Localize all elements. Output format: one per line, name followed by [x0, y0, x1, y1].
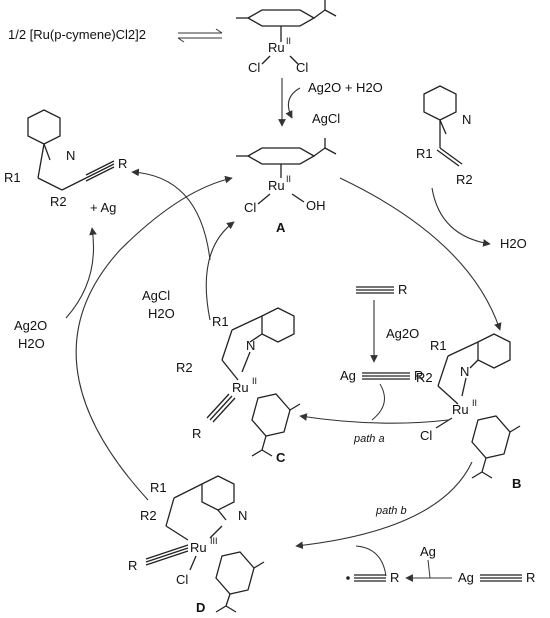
svg-text:R1: R1 — [212, 314, 229, 329]
svg-text:II: II — [286, 36, 291, 46]
svg-text:R: R — [398, 282, 407, 297]
svg-text:II: II — [252, 376, 257, 386]
silver-acetylide-bottom: Ag R — [458, 570, 535, 585]
ag2o-h2o-line2: H2O — [18, 336, 45, 351]
arc-A-to-B — [339, 177, 502, 331]
svg-text:R2: R2 — [456, 172, 473, 187]
svg-text:Cl: Cl — [244, 200, 256, 215]
svg-text:R: R — [118, 156, 127, 171]
label-D: D — [196, 600, 205, 615]
product-enyne: N R R1 R2 + Ag — [4, 109, 127, 215]
path-b-arrow — [295, 461, 473, 550]
radical-to-path-b — [355, 545, 387, 577]
svg-text:N: N — [462, 112, 471, 127]
svg-text:R2: R2 — [140, 508, 157, 523]
svg-text:Ru: Ru — [190, 540, 207, 555]
svg-text:R2: R2 — [416, 370, 433, 385]
svg-text:R1: R1 — [430, 338, 447, 353]
svg-text:Cl: Cl — [296, 60, 308, 75]
ag2o-reagent: Ag2O — [386, 326, 419, 341]
silver-acetylide: Ag R — [340, 368, 423, 383]
svg-text:R2: R2 — [50, 194, 67, 209]
svg-text:N: N — [238, 508, 247, 523]
svg-text:R2: R2 — [176, 360, 193, 375]
alkynyl-radical: R — [346, 570, 399, 585]
alkyne-reagent: R — [356, 282, 407, 297]
svg-text:II: II — [472, 398, 477, 408]
path-a-arrow — [299, 413, 449, 424]
ru-cl2-complex: Ru II Cl Cl — [236, 0, 337, 75]
ag-release-arrow — [427, 559, 431, 579]
complex-A: Ru II Cl OH A — [236, 138, 337, 235]
water-release-arrow — [431, 187, 491, 247]
svg-text:Ru: Ru — [268, 178, 285, 193]
svg-text:R: R — [390, 570, 399, 585]
arc-D-to-A — [75, 175, 233, 501]
label-B: B — [512, 476, 521, 491]
svg-text:Cl: Cl — [248, 60, 260, 75]
svg-text:Ru: Ru — [452, 402, 469, 417]
precursor-label: 1/2 [Ru(p-cymene)Cl2]2 — [8, 27, 146, 42]
equilibrium-arrows — [177, 28, 223, 43]
label-C: C — [276, 450, 286, 465]
ag2o-curved-arrow — [285, 87, 301, 119]
water-byproduct: H2O — [500, 236, 527, 251]
complex-D: N R1 R2 Ru III R Cl D — [128, 475, 265, 615]
acetylide-to-path-a — [371, 383, 385, 421]
svg-text:III: III — [210, 536, 218, 546]
complex-C: N R1 R2 Ru II R C — [176, 307, 301, 465]
svg-text:Ag: Ag — [458, 570, 474, 585]
svg-text:N: N — [66, 148, 75, 163]
svg-text:R1: R1 — [150, 480, 167, 495]
svg-text:R: R — [192, 426, 201, 441]
path-a-label: path a — [353, 433, 385, 445]
svg-text:Ag: Ag — [340, 368, 356, 383]
ag-released: Ag — [420, 544, 436, 559]
arc-C-to-A — [205, 221, 235, 321]
svg-text:R: R — [526, 570, 535, 585]
ag2o-h2o-line1: Ag2O — [14, 318, 47, 333]
cymene-ring-top — [246, 9, 316, 27]
svg-text:R1: R1 — [416, 146, 433, 161]
ag2o-h2o-reagent: Ag2O + H2O — [308, 80, 383, 95]
path-b-label: path b — [375, 505, 407, 517]
svg-text:Ru: Ru — [268, 40, 285, 55]
svg-text:N: N — [460, 364, 469, 379]
plus-ag: + Ag — [90, 200, 116, 215]
complex-B: N R1 R2 Ru II Cl B — [416, 333, 521, 491]
svg-text:Ru: Ru — [232, 380, 249, 395]
label-A: A — [276, 220, 286, 235]
ag-reoxidation-arrow — [65, 227, 97, 319]
svg-text:R: R — [414, 368, 423, 383]
agcl-h2o-line2: H2O — [148, 306, 175, 321]
svg-text:Cl: Cl — [176, 572, 188, 587]
substrate-vinylpyridine: N R1 R2 — [416, 85, 473, 187]
svg-text:OH: OH — [306, 198, 326, 213]
svg-text:Cl: Cl — [420, 428, 432, 443]
arc-to-product — [131, 168, 211, 261]
svg-text:R: R — [128, 558, 137, 573]
svg-text:N: N — [246, 338, 255, 353]
agcl-h2o-line1: AgCl — [142, 288, 170, 303]
svg-text:II: II — [286, 174, 291, 184]
precursor-dimer: 1/2 [Ru(p-cymene)Cl2]2 — [8, 27, 223, 43]
agcl-byproduct: AgCl — [312, 111, 340, 126]
svg-text:R1: R1 — [4, 170, 21, 185]
